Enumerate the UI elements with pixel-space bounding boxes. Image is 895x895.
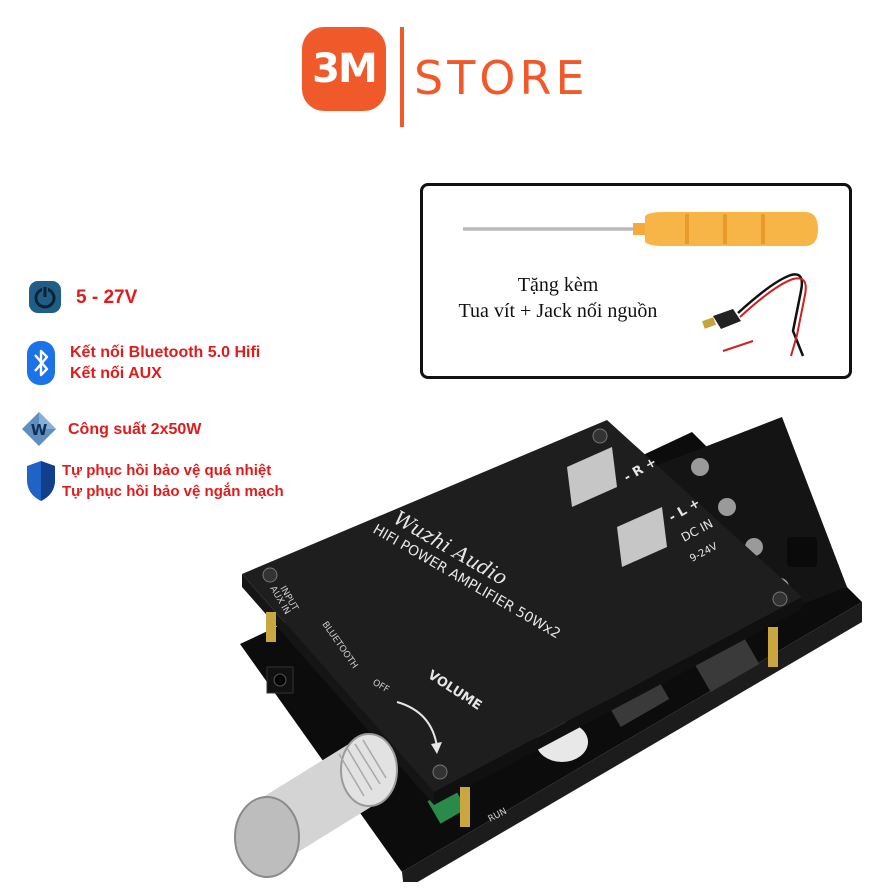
gift-line-1: Tặng kèm	[517, 274, 599, 296]
gift-box: Tặng kèm Tua vít + Jack nối nguồn	[420, 183, 852, 379]
feature-protection-line-2: Tự phục hồi bảo vệ ngắn mạch	[62, 483, 284, 500]
power-icon	[29, 281, 61, 313]
logo-divider	[400, 27, 404, 127]
store-logo: 3M STORE	[302, 27, 642, 127]
feature-bluetooth: Kết nối Bluetooth 5.0 Hifi Kết nối AUX	[26, 340, 260, 386]
amplifier-board-image: Wuzhi Audio HIFI POWER AMPLIFIER 50Wx2 I…	[234, 417, 862, 882]
shield-icon	[27, 461, 55, 501]
feature-watt: W Công suất 2x50W	[20, 410, 201, 448]
logo-badge: 3M	[302, 27, 386, 111]
feature-protection: Tự phục hồi bảo vệ quá nhiệt Tự phục hồi…	[26, 460, 284, 502]
svg-text:W: W	[31, 421, 48, 439]
watt-icon: W	[22, 412, 56, 446]
feature-bluetooth-line-2: Kết nối AUX	[70, 365, 162, 382]
volume-knob	[234, 733, 398, 878]
screwdriver-image	[463, 212, 818, 246]
feature-watt-text: Công suất 2x50W	[68, 420, 202, 438]
bluetooth-icon	[27, 341, 55, 385]
logo-store-text: STORE	[414, 51, 589, 105]
feature-power: 5 - 27V	[28, 280, 137, 314]
feature-bluetooth-text: Kết nối Bluetooth 5.0 Hifi Kết nối AUX	[70, 342, 260, 384]
feature-bluetooth-line-1: Kết nối Bluetooth 5.0 Hifi	[70, 344, 261, 361]
feature-power-text: 5 - 27V	[76, 286, 138, 308]
feature-protection-text: Tự phục hồi bảo vệ quá nhiệt Tự phục hồi…	[62, 460, 284, 502]
gift-line-2: Tua vít + Jack nối nguồn	[458, 300, 658, 322]
feature-protection-line-1: Tự phục hồi bảo vệ quá nhiệt	[62, 462, 272, 479]
power-jack-image	[701, 273, 807, 357]
gift-text: Tặng kèm Tua vít + Jack nối nguồn	[433, 272, 683, 324]
